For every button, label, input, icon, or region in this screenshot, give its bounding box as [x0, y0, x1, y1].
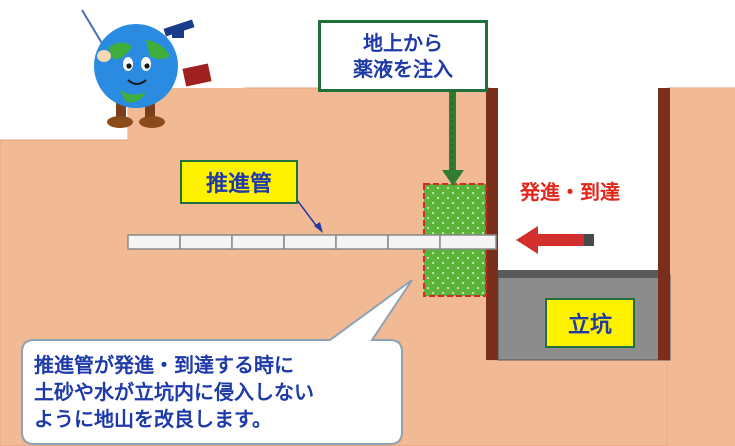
pipe-pointer	[293, 195, 323, 233]
earth-globe-mascot-icon	[81, 9, 212, 128]
shaft-label-text: 立坑	[567, 313, 612, 338]
pipe-label-text: 推進管	[205, 172, 272, 197]
callout-line-3: ように地山を改良します。	[34, 407, 272, 431]
jacking-pipe	[127, 234, 497, 250]
shaft-wall-right	[658, 88, 670, 360]
ground-right	[668, 88, 735, 446]
shaft-floor	[498, 270, 670, 278]
shaft-label: 立坑	[545, 298, 635, 348]
shaft-wall-left	[486, 88, 498, 360]
launch-arrival-label: 発進・到達	[520, 180, 620, 204]
injection-label-line2: 薬液を注入	[353, 57, 453, 81]
pipe-label: 推進管	[180, 160, 298, 204]
injection-arrow	[442, 86, 464, 186]
callout-text: 推進管が発進・到達する時に 土砂や水が立坑内に侵入しない ように地山を改良します…	[34, 352, 394, 433]
callout-bubble	[21, 279, 413, 445]
injection-label: 地上から 薬液を注入	[318, 20, 488, 92]
launch-arrow	[516, 226, 594, 254]
callout-line-1: 推進管が発進・到達する時に	[34, 353, 294, 377]
injection-label-line1: 地上から	[363, 31, 443, 55]
callout-line-2: 土砂や水が立坑内に侵入しない	[34, 380, 314, 404]
